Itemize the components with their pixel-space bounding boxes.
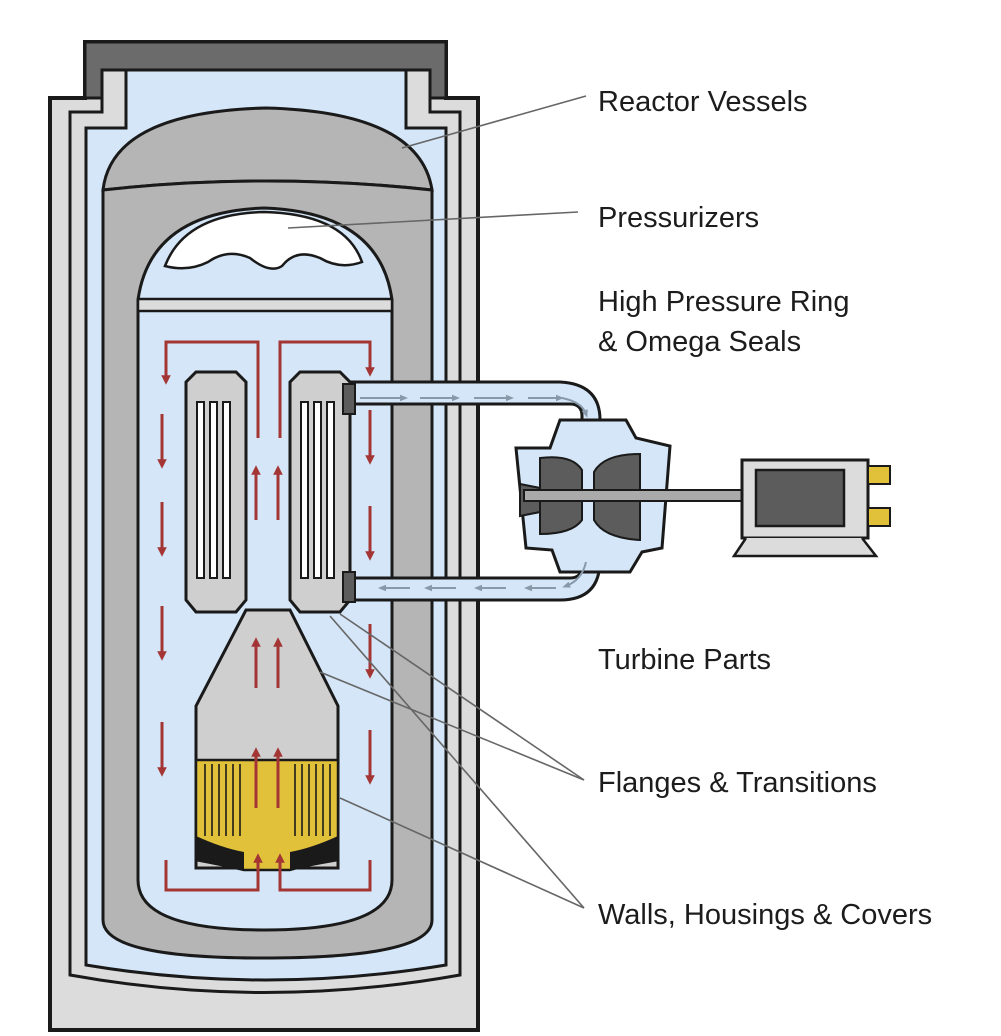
turbine-unit <box>514 418 743 574</box>
label-flanges-transitions: Flanges & Transitions <box>598 767 877 799</box>
label-high-pressure-ring: High Pressure Ring <box>598 286 850 318</box>
coolant-flow <box>161 340 375 892</box>
steam-generator-left <box>184 370 248 614</box>
label-reactor-vessels: Reactor Vessels <box>598 86 808 118</box>
fuel-core <box>194 758 340 872</box>
generator-unit <box>731 458 891 558</box>
flow-arrows-down <box>157 410 375 785</box>
steam-flow <box>360 394 588 592</box>
leader-lines <box>287 95 587 909</box>
separator-plate <box>136 297 394 313</box>
flow-arrows-up <box>251 465 283 808</box>
label-omega-seals: & Omega Seals <box>598 326 802 358</box>
label-pressurizers: Pressurizers <box>598 202 760 234</box>
label-walls-housings-covers: Walls, Housings & Covers <box>598 899 933 931</box>
steam-generator-right <box>288 370 356 614</box>
label-turbine-parts: Turbine Parts <box>598 644 771 676</box>
